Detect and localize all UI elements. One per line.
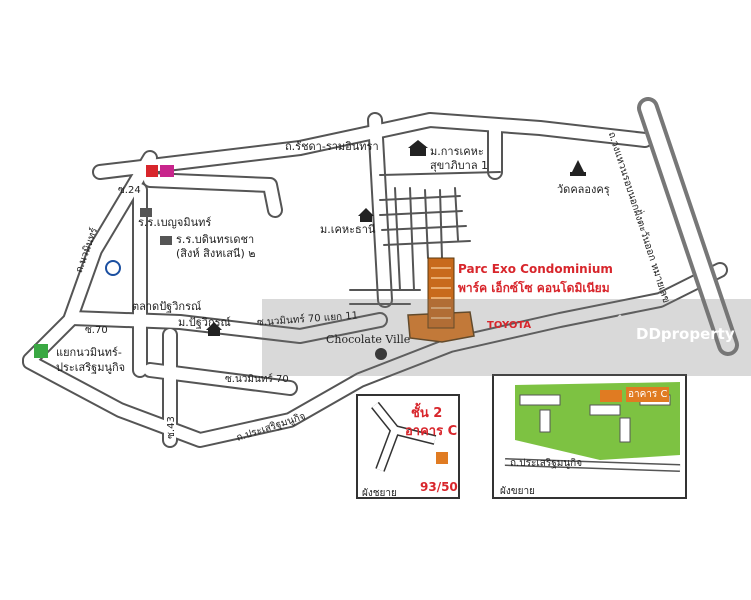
floor-plan-inset	[356, 394, 460, 499]
condo-tower-icon	[427, 257, 455, 329]
place-label-market: ตลาดปัฐวิกรณ์	[132, 300, 202, 313]
temple-icon	[570, 160, 586, 176]
floor-plan-unit: 93/50	[420, 480, 458, 494]
place-label-school2-sub: (สิงห์ สิงหเสนี) ๒	[176, 247, 256, 260]
shop-logos	[34, 165, 174, 358]
watermark-band	[262, 299, 751, 376]
road-label-soi24: ซ.24	[118, 185, 141, 196]
chocolate-ville-icon	[375, 348, 387, 360]
road-label-nawamin70: ซ.นวมินทร์ 70	[225, 374, 289, 385]
site-plan-building: อาคาร C	[626, 387, 670, 402]
place-label-junction2: ประเสริฐมนูกิจ	[56, 361, 126, 374]
place-label-school1: ร.ร.เบญจมินทร์	[138, 216, 212, 229]
kanchanaphisek-road	[637, 97, 739, 356]
road-label-ratchada: ถ.รัชดา-รามอินทรา	[285, 140, 379, 153]
floor-plan-building: อาคาร C	[405, 424, 458, 439]
road-network	[22, 112, 728, 448]
place-label-school2: ร.ร.บดินทรเดชา	[176, 233, 255, 246]
place-label-sukhaphiban: สุขาภิบาล 1	[430, 159, 489, 172]
floor-plan-caption: ผังชยาย	[362, 488, 397, 499]
road-label-soi43: ซ.43	[165, 416, 177, 439]
site-plan-caption: ผังขยาย	[500, 486, 535, 497]
road-label-soi70: ซ.70	[85, 325, 108, 336]
school-icon	[140, 208, 172, 245]
house-icon	[206, 140, 428, 336]
ddproperty-watermark: DDproperty	[636, 325, 735, 343]
place-label-mooban-patha: ม.ปัฐวิกรณ์	[178, 316, 231, 329]
project-name-en: Parc Exo Condominium	[458, 262, 613, 276]
floor-plan-floor: ชั้น 2	[411, 406, 443, 421]
place-label-wat: วัดคลองครุ	[557, 183, 610, 196]
site-plan-road: ถ.ประเสริฐมนูกิจ	[510, 458, 583, 469]
place-label-chocolate-ville: Chocolate Ville	[326, 333, 411, 346]
ddproperty-logo-icon	[608, 314, 632, 346]
place-label-mooban-karn: ม.การเคหะ	[430, 145, 484, 158]
place-label-junction: แยกนวมินทร์-	[56, 346, 122, 359]
place-label-kaha-thani: ม.เคหะธานี	[320, 223, 376, 236]
project-name-th: พาร์ค เอ็กซ์โซ คอนโดมิเนียม	[458, 281, 610, 295]
place-label-toyota: TOYOTA	[487, 320, 532, 331]
